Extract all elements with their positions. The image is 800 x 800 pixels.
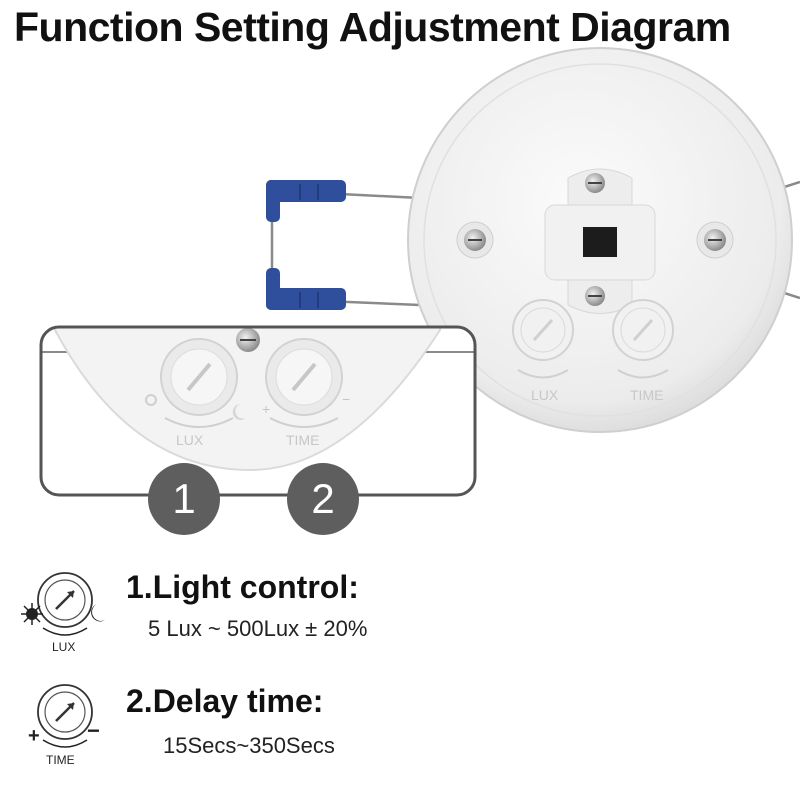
time-dial-icon: + −: [28, 684, 100, 748]
light-control-value: 5 Lux ~ 500Lux ± 20%: [148, 616, 368, 641]
lux-icon-label: LUX: [52, 640, 76, 654]
time-icon-label: TIME: [46, 753, 75, 767]
svg-text:−: −: [87, 718, 100, 743]
lux-dial-icon: [21, 572, 105, 636]
sensor-disc: LUX TIME: [407, 47, 793, 433]
svg-text:+: +: [28, 725, 40, 747]
light-control-title: 1.Light control:: [126, 569, 359, 605]
disc-lux-label: LUX: [531, 387, 559, 403]
svg-text:−: −: [342, 391, 350, 407]
zoom-callout: LUX TIME + −: [41, 327, 475, 495]
zoom-frame: [39, 325, 477, 497]
delay-time-value: 15Secs~350Secs: [163, 733, 335, 758]
delay-time-title: 2.Delay time:: [126, 683, 324, 719]
svg-text:+: +: [262, 401, 270, 417]
wire-connector: [266, 180, 346, 310]
disc-time-label: TIME: [630, 387, 663, 403]
badge-delay-time: 2: [287, 463, 359, 535]
badge-light-control: 1: [148, 463, 220, 535]
zoom-time-label: TIME: [286, 432, 319, 448]
page-title: Function Setting Adjustment Diagram: [14, 4, 731, 50]
zoom-lux-label: LUX: [176, 432, 204, 448]
